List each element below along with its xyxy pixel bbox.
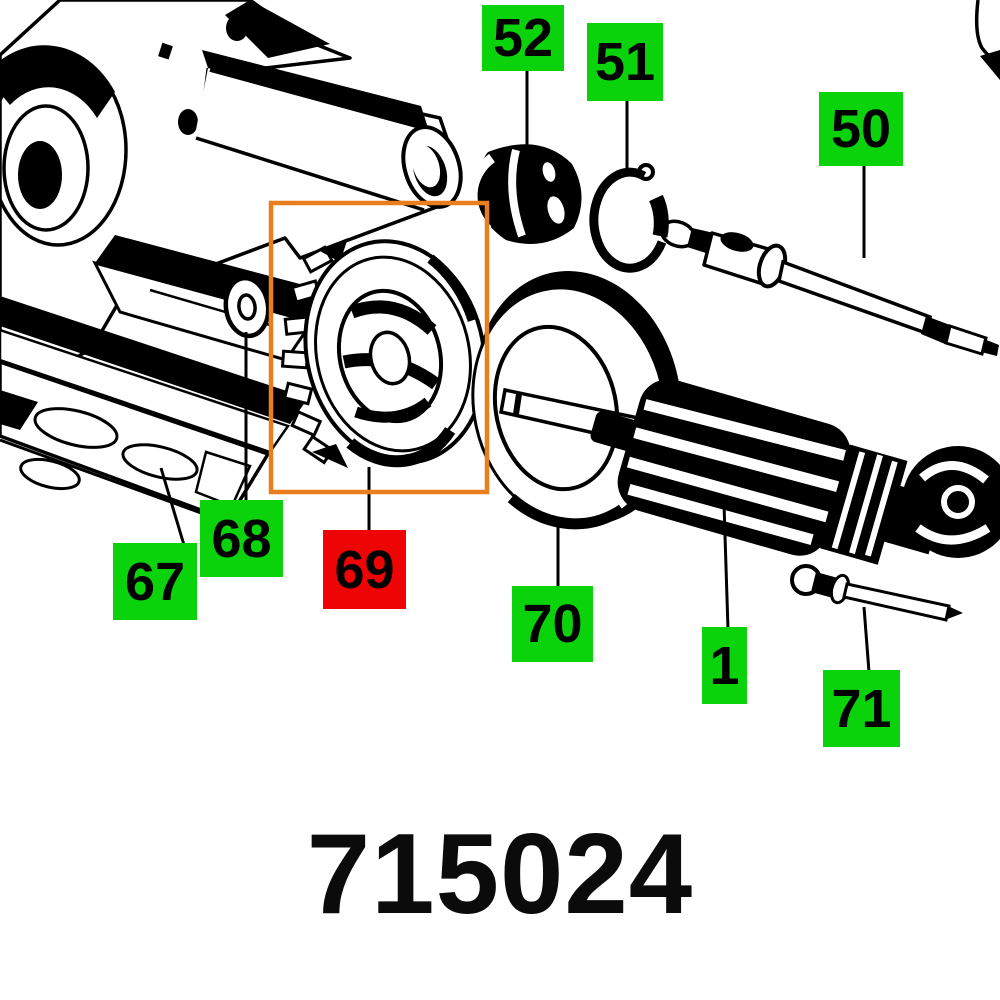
callout-71-label: 71 — [831, 678, 892, 739]
callout-69-label: 69 — [334, 539, 395, 600]
part-screw — [790, 564, 963, 622]
callout-69-selected[interactable]: 69 — [323, 530, 406, 609]
callout-52-label: 52 — [492, 8, 554, 68]
callout-1-label: 1 — [709, 635, 740, 696]
highlight-box — [268, 200, 490, 495]
part-number: 715024 — [306, 811, 694, 938]
part-washer — [223, 275, 271, 339]
edge-cropped-parts — [974, 0, 1000, 80]
part-bearing — [467, 144, 582, 244]
callout-1[interactable]: 1 — [702, 627, 747, 704]
callout-52[interactable]: 52 — [482, 5, 564, 71]
part-housing — [0, 0, 463, 400]
callout-67[interactable]: 67 — [113, 543, 197, 620]
part-field-stator — [280, 238, 487, 468]
callout-51-label: 51 — [594, 32, 656, 92]
callout-70-label: 70 — [522, 594, 583, 654]
callout-68[interactable]: 68 — [200, 500, 283, 577]
part-shaft — [659, 219, 999, 356]
callout-70[interactable]: 70 — [512, 586, 593, 662]
callout-50-label: 50 — [830, 99, 892, 159]
callout-68-label: 68 — [211, 508, 272, 569]
part-sole-plate — [0, 296, 308, 524]
leader-lines — [159, 70, 871, 673]
callout-50[interactable]: 50 — [819, 92, 903, 166]
part-circlip — [589, 163, 669, 273]
callout-71[interactable]: 71 — [823, 670, 900, 747]
callout-51[interactable]: 51 — [587, 23, 663, 101]
part-armature — [590, 379, 1000, 565]
callout-67-label: 67 — [124, 551, 186, 612]
